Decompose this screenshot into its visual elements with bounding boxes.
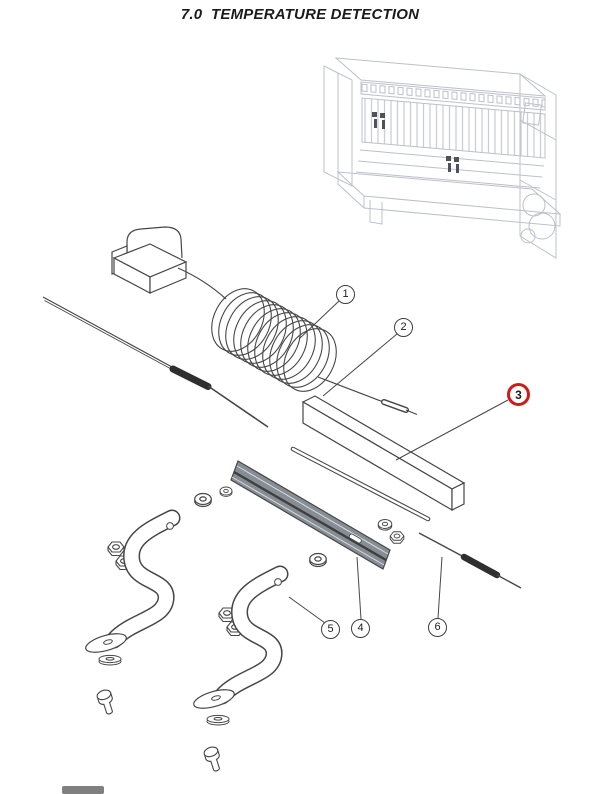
- page-edge-artifact: [62, 786, 104, 794]
- capillary-coil: [211, 288, 337, 392]
- callout-1: 1: [336, 285, 355, 304]
- page-title: 7.0 TEMPERATURE DETECTION: [180, 6, 420, 23]
- callout-3-highlighted: 3: [507, 383, 530, 406]
- mounting-plate: [301, 395, 466, 512]
- capillary-end-fitting: [317, 376, 418, 416]
- bracket-right: [193, 565, 289, 709]
- washer: [219, 486, 233, 497]
- callout-5: 5: [321, 620, 340, 639]
- machine-clamp-markers: [372, 112, 459, 173]
- washer: [194, 492, 212, 508]
- callout-4: 4: [351, 619, 370, 638]
- sensor-probe: [42, 296, 269, 428]
- channel-rail: [230, 460, 391, 570]
- callout-6: 6: [428, 618, 447, 637]
- capillary-tube: [177, 267, 227, 300]
- flat-washer: [98, 654, 122, 666]
- callout-2: 2: [394, 318, 413, 337]
- washer: [377, 518, 393, 531]
- callout-leader-lines: [288, 300, 509, 624]
- hex-nut: [389, 531, 405, 544]
- spacer-pin-rod: [290, 446, 431, 522]
- machine-overview-illustration: [323, 57, 562, 259]
- screw: [95, 687, 118, 717]
- flat-washer: [206, 714, 230, 726]
- screw: [202, 744, 225, 774]
- thermostat-body: [111, 226, 188, 294]
- sensor-rod: [418, 532, 522, 589]
- bracket-left: [85, 509, 181, 653]
- hex-nut: [107, 541, 125, 557]
- washer: [309, 552, 327, 568]
